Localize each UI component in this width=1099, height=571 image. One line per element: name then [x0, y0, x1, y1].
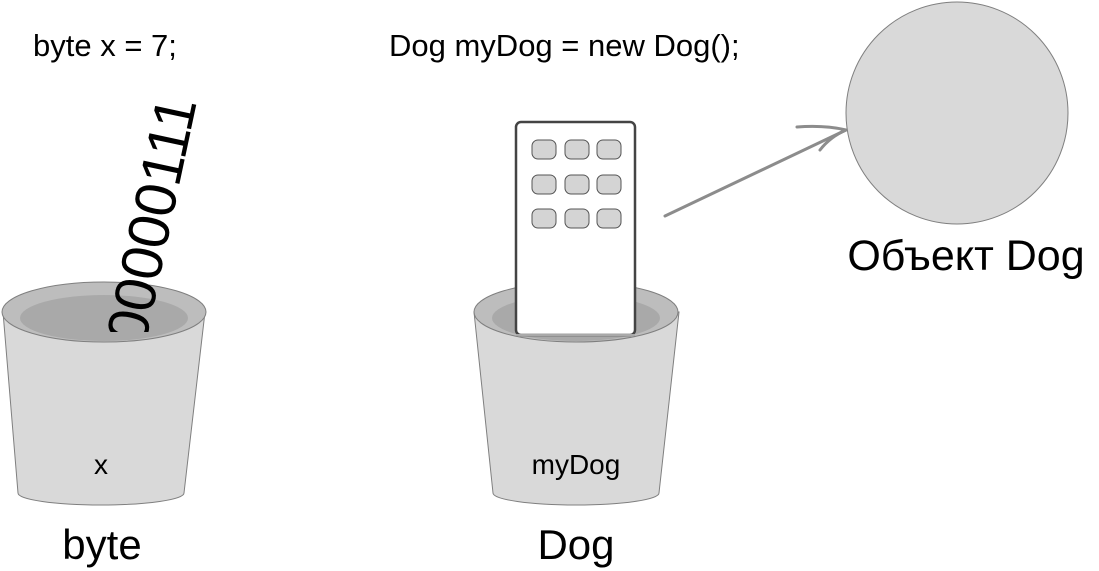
remote-button	[531, 174, 557, 195]
primitive-code-text: byte x = 7;	[33, 28, 177, 63]
remote-button	[531, 139, 557, 160]
byte-variable-label: x	[94, 449, 108, 480]
dog-type-label: Dog	[537, 521, 614, 568]
remote-control	[514, 120, 637, 337]
remote-button	[564, 174, 590, 195]
byte-bucket-body	[2, 311, 206, 506]
dog-bucket-body	[473, 311, 680, 506]
byte-bucket	[1, 281, 207, 506]
remote-button	[596, 139, 622, 160]
remote-button	[596, 174, 622, 195]
remote-button	[596, 208, 622, 229]
reference-arrow-head	[795, 124, 848, 152]
reference-code-text: Dog myDog = new Dog();	[389, 28, 740, 63]
reference-arrow-shaft	[663, 128, 848, 218]
remote-button	[564, 208, 590, 229]
reference-arrow	[663, 124, 848, 218]
byte-bucket-inside	[20, 295, 188, 341]
dog-object-label: Объект Dog	[847, 232, 1084, 280]
byte-type-label: byte	[62, 521, 141, 568]
remote-button	[564, 139, 590, 160]
dog-variable-label: myDog	[532, 449, 621, 480]
remote-button	[531, 208, 557, 229]
dog-object-circle	[845, 1, 1069, 225]
